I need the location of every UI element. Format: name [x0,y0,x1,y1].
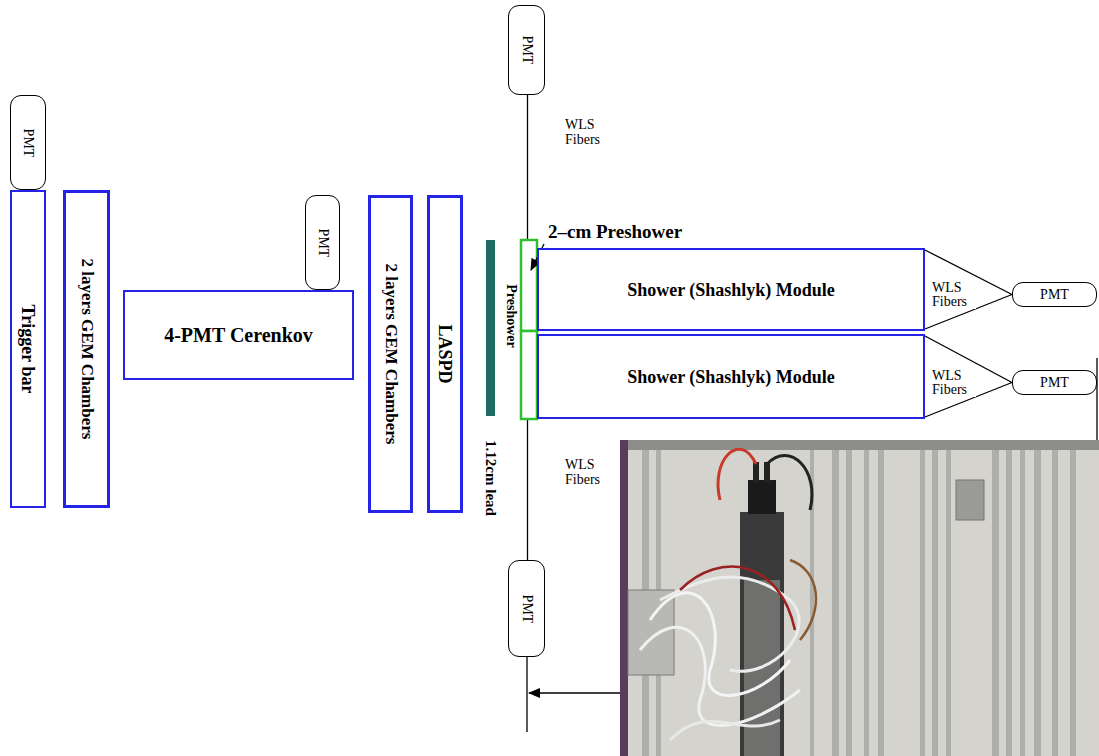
pmt-box: PMT [508,5,545,95]
pmt-box: PMT [508,560,545,657]
trigger-bar: Trigger bar [10,190,46,508]
laspd-box: LASPD [427,195,463,513]
node-label: PMT [316,228,330,257]
node-label: PMT [1040,376,1069,390]
fiber-label: WLS Fibers [932,281,976,309]
shower-module: Shower (Shashlyk) Module [537,248,925,331]
preshower-callout: 2–cm Preshower [548,222,682,242]
node-label: Trigger bar [19,305,37,394]
setup-photo [620,440,1099,756]
pmt-box: PMT [10,95,46,190]
cerenkov-box: 4-PMT Cerenkov [123,290,354,380]
node-label: LASPD [436,324,454,383]
node-label: Shower (Shashlyk) Module [627,281,835,299]
node-label: PMT [520,36,534,65]
pmt-box: PMT [1012,370,1097,395]
photo-pointer-arrow [529,692,620,693]
gem-chamber: 2 layers GEM Chambers [63,190,110,508]
fiber-label: WLS Fibers [565,458,615,487]
fiber-bundle [925,250,1012,329]
node-label: PMT [21,128,35,157]
node-label: 2 layers GEM Chambers [78,259,95,440]
pmt-box: PMT [305,195,340,290]
fiber-label: WLS Fibers [565,118,615,147]
fiber-label: WLS Fibers [932,369,976,397]
preshower-block [521,240,537,331]
node-label: PMT [1040,288,1069,302]
node-label: 2 layers GEM Chambers [382,264,399,445]
support-line [526,657,527,732]
shower-module: Shower (Shashlyk) Module [537,334,925,419]
node-label: PMT [520,594,534,623]
gem-chamber: 2 layers GEM Chambers [368,195,413,513]
support-line [1096,358,1097,440]
lead-label: 1.12cm lead [483,440,498,516]
preshower-label: Preshower [504,284,518,348]
lead-plate [486,240,495,416]
node-label: Shower (Shashlyk) Module [627,368,835,386]
preshower-block [521,331,537,419]
node-label: 4-PMT Cerenkov [164,325,313,345]
fiber-bundle [925,336,1012,417]
pmt-box: PMT [1012,282,1097,307]
